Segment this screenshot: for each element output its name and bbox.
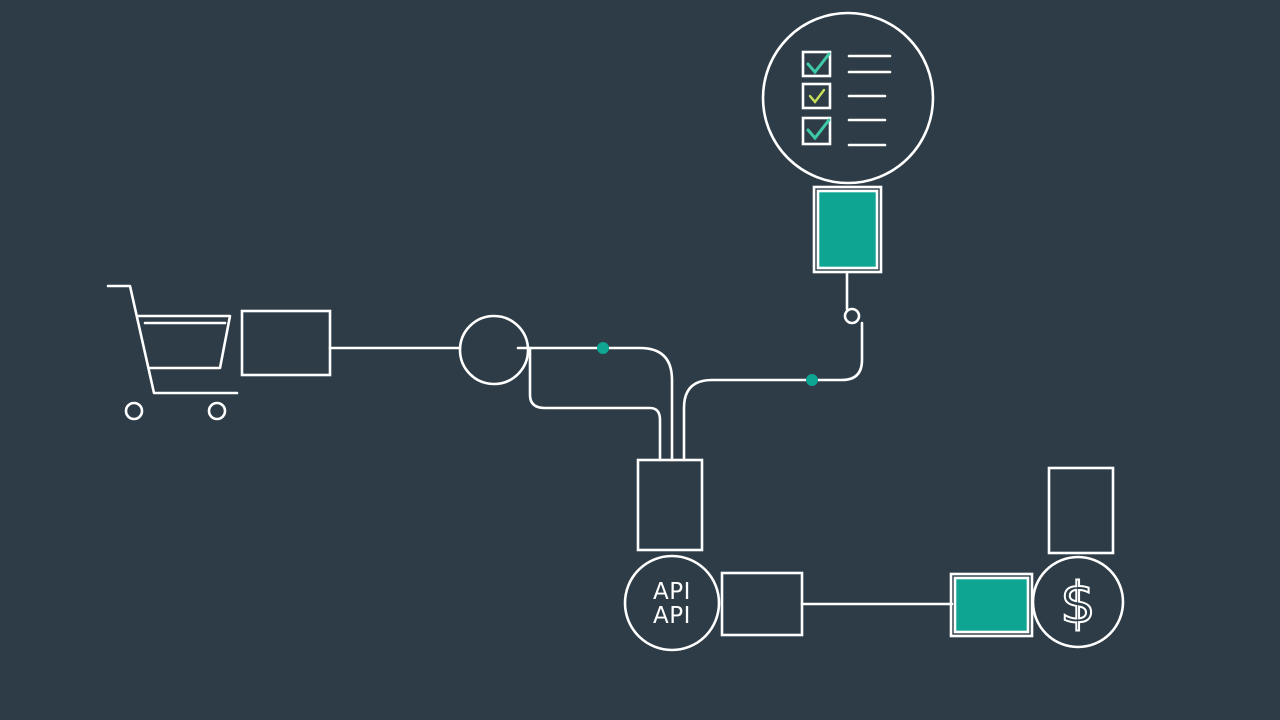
route-upper [516, 346, 674, 462]
api-label-top: API [653, 579, 691, 605]
checklist-icon [761, 11, 935, 185]
data-packet-dot [806, 374, 818, 386]
api-gateway-box [636, 458, 704, 552]
receipt-box [1047, 466, 1115, 555]
shopping-cart-icon [106, 284, 239, 421]
payment-box-filled [953, 576, 1030, 634]
order-box [240, 309, 332, 377]
api-output-box [720, 571, 804, 637]
connector-joint [843, 307, 861, 325]
route-checklist [682, 321, 864, 462]
data-packet-dot [597, 342, 609, 354]
api-label-bottom: API [653, 603, 691, 629]
hub-node [458, 314, 530, 386]
checklist-box-filled [816, 189, 879, 270]
route-lower [528, 346, 662, 462]
api-badge-icon: API API [623, 554, 721, 652]
dollar-coin-icon: $ [1031, 555, 1125, 649]
currency-symbol: $ [1060, 571, 1096, 636]
